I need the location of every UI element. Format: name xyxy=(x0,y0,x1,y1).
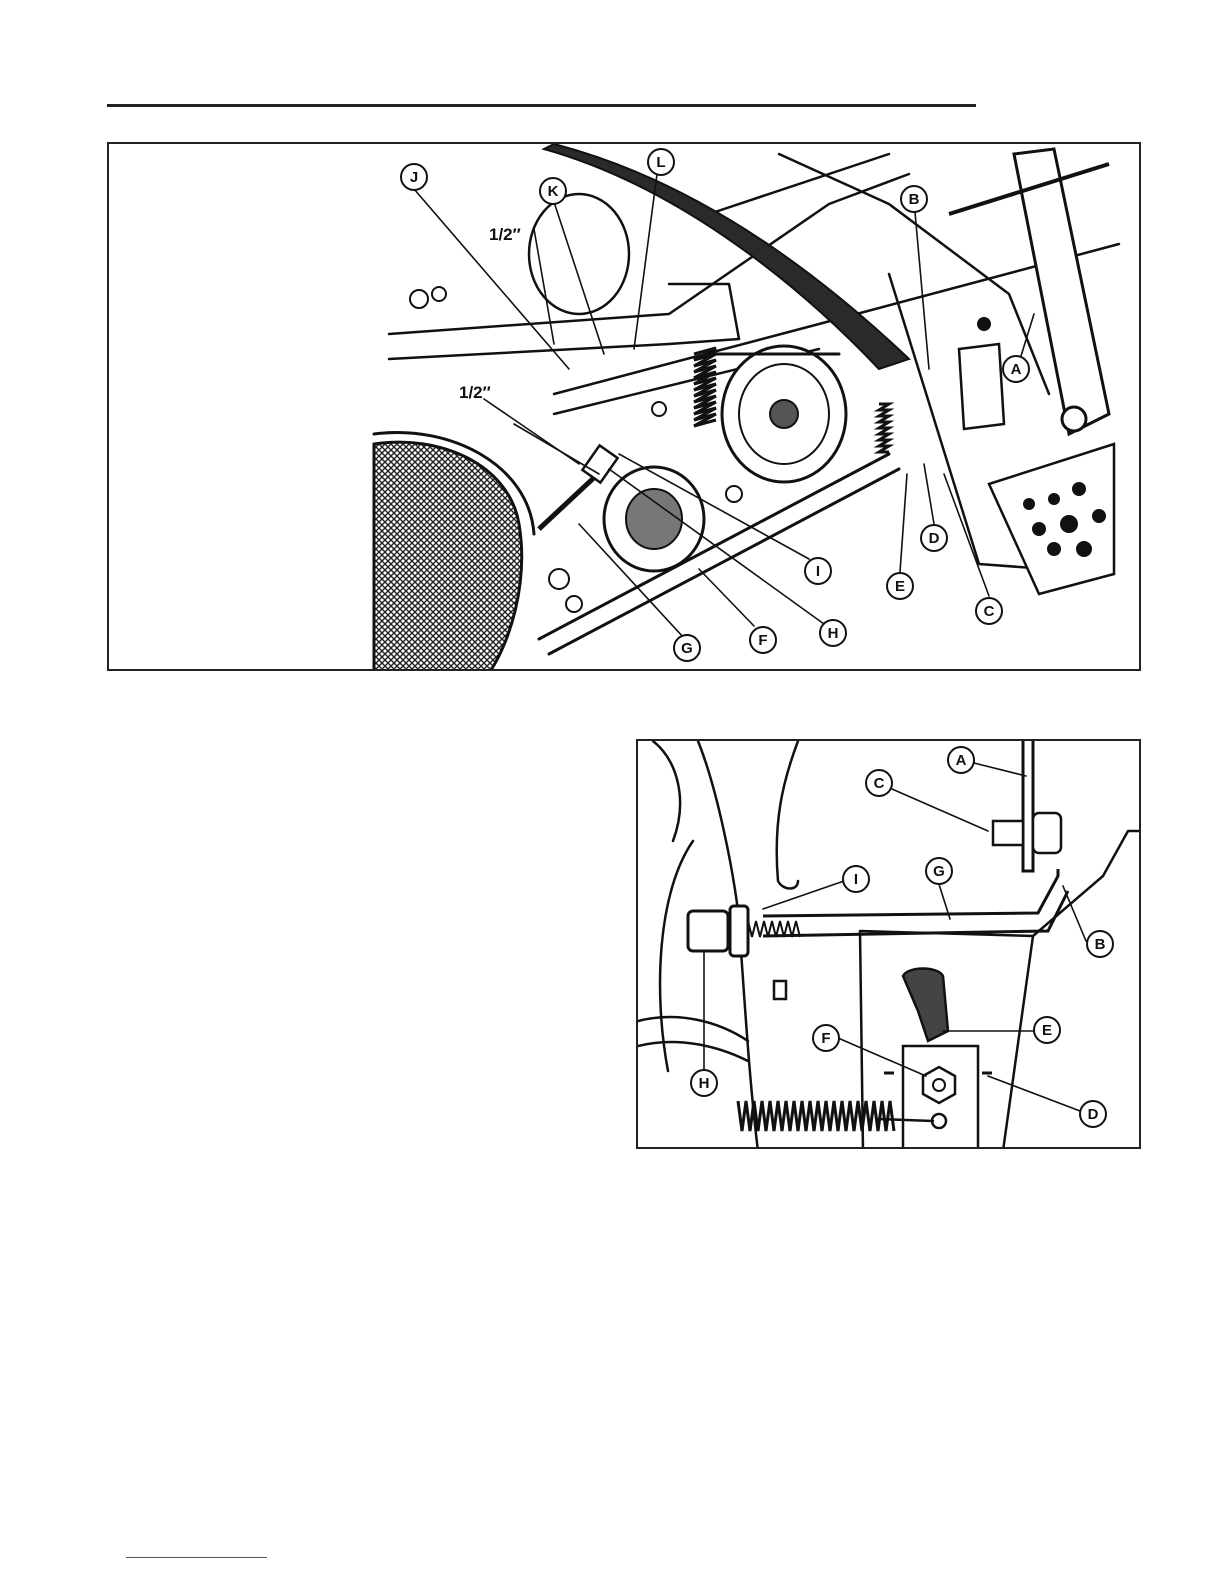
svg-text:E: E xyxy=(1042,1022,1052,1039)
figure-linkage-detail: A C I G B E F D H xyxy=(636,739,1141,1149)
svg-text:F: F xyxy=(758,632,767,649)
svg-text:B: B xyxy=(909,191,920,208)
svg-text:E: E xyxy=(895,578,905,595)
blower-screen xyxy=(374,432,534,671)
callout-H: H xyxy=(820,620,846,646)
callout-D: D xyxy=(1080,1101,1106,1127)
callout-J: J xyxy=(401,164,427,190)
figure-1-illustration: 1/2″ 1/2″ J K L B A D E C I H F G xyxy=(109,144,1141,671)
idler-pulley xyxy=(604,467,704,571)
svg-text:H: H xyxy=(828,625,839,642)
figure-drive-belt-assembly: 1/2″ 1/2″ J K L B A D E C I H F G xyxy=(107,142,1141,671)
callout-C: C xyxy=(866,770,892,796)
svg-text:D: D xyxy=(1088,1106,1099,1123)
callout-B: B xyxy=(1087,931,1113,957)
callout-A: A xyxy=(948,747,974,773)
callout-K: K xyxy=(540,178,566,204)
svg-text:L: L xyxy=(656,154,665,171)
callout-G: G xyxy=(674,635,700,661)
linkage-rod xyxy=(763,869,1068,936)
locknut xyxy=(688,906,748,956)
callout-A: A xyxy=(1003,356,1029,382)
svg-text:J: J xyxy=(410,169,418,186)
callout-F: F xyxy=(813,1025,839,1051)
bolt-hole xyxy=(977,317,991,331)
callout-I: I xyxy=(805,558,831,584)
callout-C: C xyxy=(976,598,1002,624)
adjusting-spring xyxy=(879,404,889,452)
dimension-label-upper: 1/2″ xyxy=(489,225,521,244)
callout-H: H xyxy=(691,1070,717,1096)
svg-text:H: H xyxy=(699,1075,710,1092)
callout-D: D xyxy=(921,525,947,551)
bracket-plate xyxy=(959,344,1004,429)
callout-E: E xyxy=(1034,1017,1060,1043)
svg-text:D: D xyxy=(929,530,940,547)
svg-text:A: A xyxy=(1011,361,1022,378)
callout-L: L xyxy=(648,149,674,175)
footer-link-underline xyxy=(126,1557,267,1558)
callout-E: E xyxy=(887,573,913,599)
svg-text:B: B xyxy=(1095,936,1106,953)
upper-pulley xyxy=(529,194,629,314)
callout-G: G xyxy=(926,858,952,884)
svg-text:K: K xyxy=(548,183,559,200)
svg-text:I: I xyxy=(816,563,820,580)
callout-I: I xyxy=(843,866,869,892)
callout-B: B xyxy=(901,186,927,212)
header-rule xyxy=(107,104,976,107)
svg-text:C: C xyxy=(984,603,995,620)
drive-pulley xyxy=(722,346,846,482)
callout-F: F xyxy=(750,627,776,653)
svg-text:G: G xyxy=(681,640,693,657)
svg-text:C: C xyxy=(874,775,885,792)
svg-text:F: F xyxy=(821,1030,830,1047)
dimension-label-lower: 1/2″ xyxy=(459,383,491,402)
fastener xyxy=(774,981,786,999)
svg-text:A: A xyxy=(956,752,967,769)
figure-2-illustration: A C I G B E F D H xyxy=(638,741,1141,1149)
svg-text:I: I xyxy=(854,871,858,888)
svg-text:G: G xyxy=(933,863,945,880)
footplate xyxy=(989,444,1114,594)
rod xyxy=(1023,741,1033,871)
return-spring xyxy=(738,1101,894,1131)
